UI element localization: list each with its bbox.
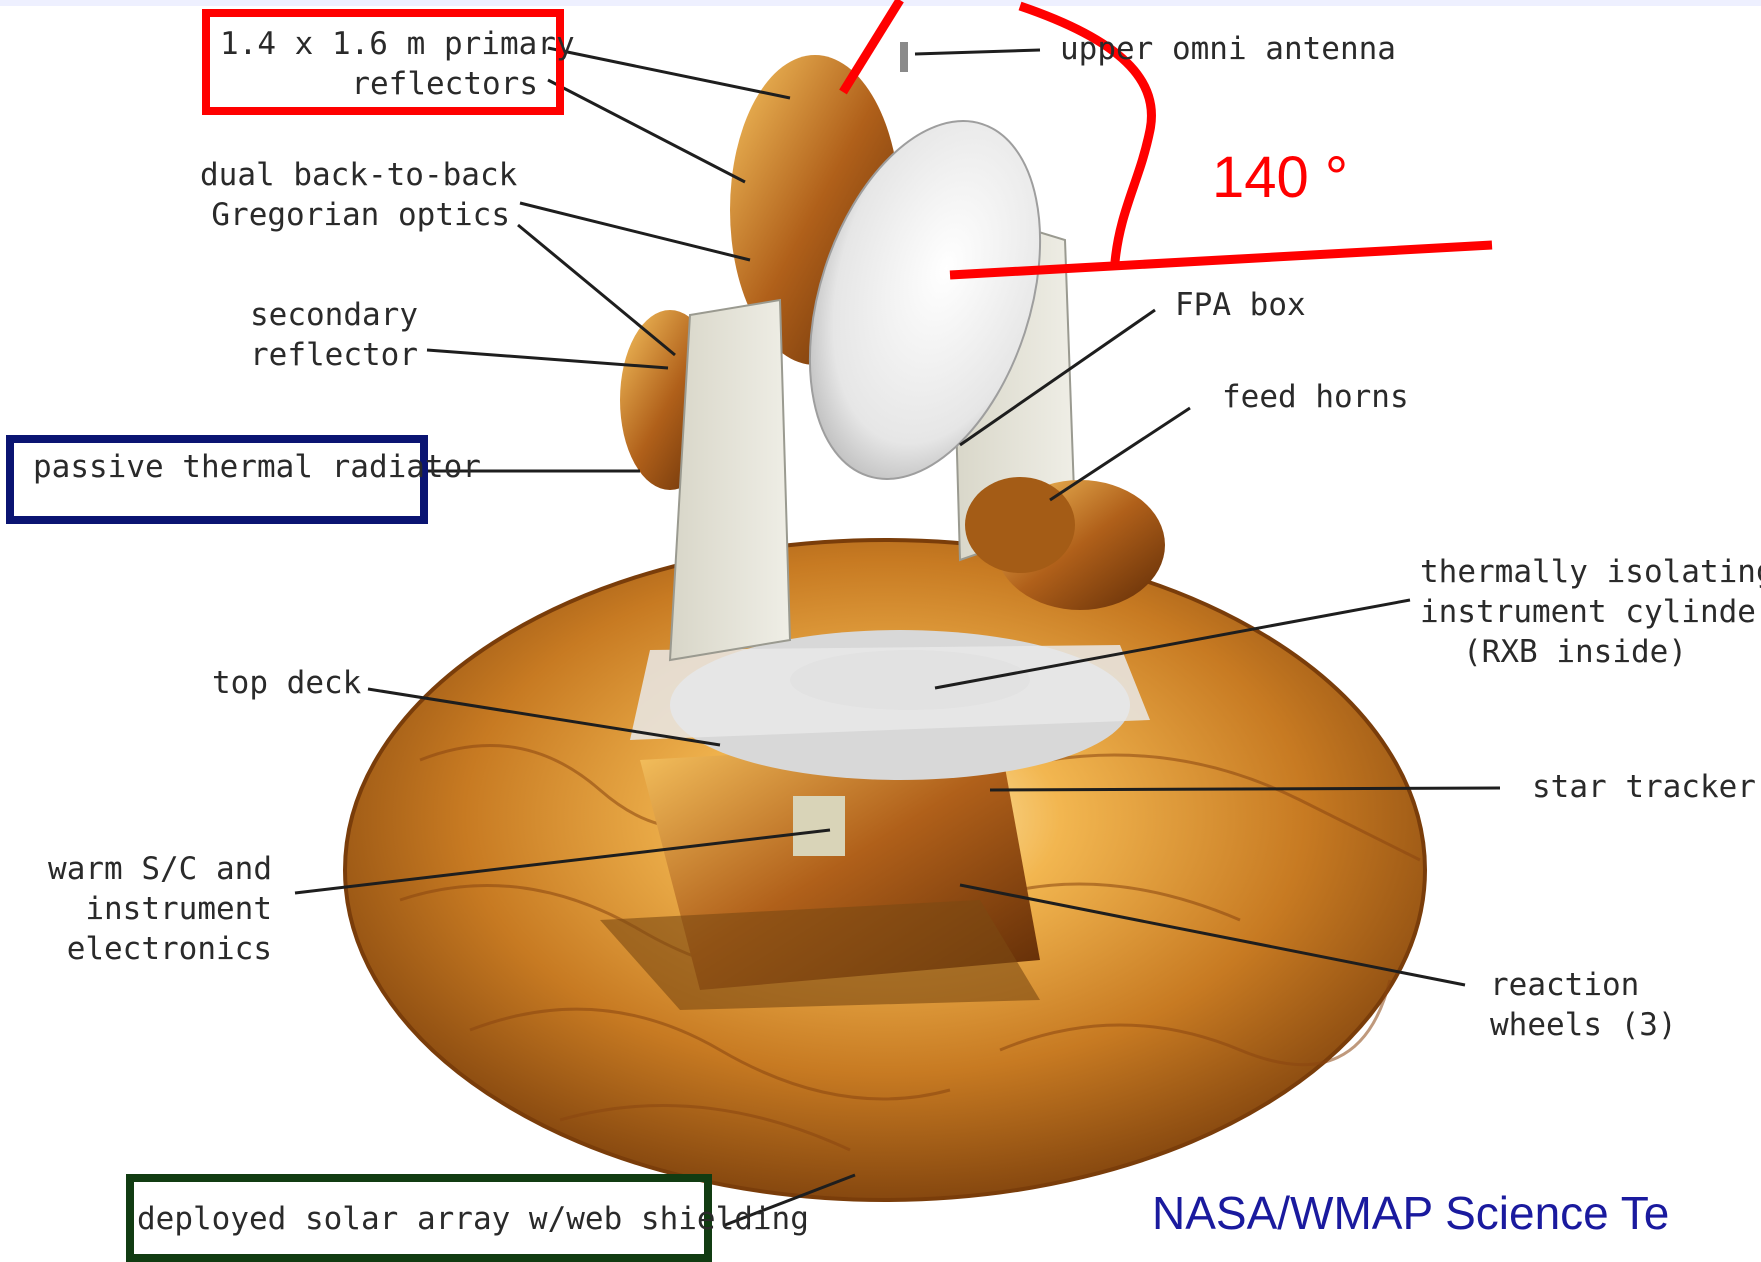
label-secondary-reflector: secondary reflector — [200, 295, 418, 375]
label-solar-array: deployed solar array w/web shielding — [137, 1199, 809, 1239]
label-fpa-box: FPA box — [1175, 285, 1306, 325]
label-feed-horns: feed horns — [1222, 377, 1409, 417]
label-instrument-cylinder: thermally isolating instrument cylinder … — [1420, 552, 1730, 672]
upper-omni-antenna — [900, 42, 908, 72]
label-gregorian-optics: dual back-to-back Gregorian optics — [200, 155, 510, 235]
label-warm-electronics: warm S/C and instrument electronics — [30, 849, 272, 969]
radiator-panel-left — [670, 300, 790, 660]
label-upper-omni-antenna: upper omni antenna — [1060, 29, 1396, 69]
angle-label: 140 ° — [1212, 144, 1348, 211]
label-passive-thermal-radiator: passive thermal radiator — [33, 447, 481, 487]
label-primary-reflectors: 1.4 x 1.6 m primary reflectors — [220, 24, 538, 104]
credit-text: NASA/WMAP Science Te — [1152, 1186, 1669, 1240]
electronics-panel — [793, 796, 845, 856]
label-top-deck: top deck — [212, 663, 361, 703]
feed-horn-dark — [965, 477, 1075, 573]
label-reaction-wheels: reaction wheels (3) — [1490, 965, 1677, 1045]
label-star-tracker: star tracker — [1532, 767, 1756, 807]
